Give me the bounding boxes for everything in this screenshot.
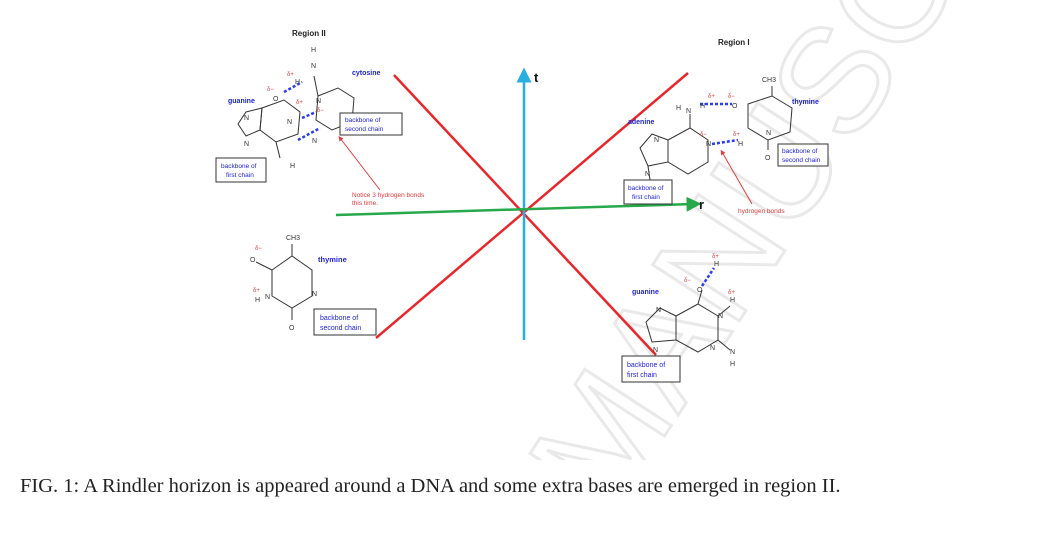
atom-h: H: [714, 261, 719, 268]
watermark-text: MANUSCRIPT: [496, 0, 1060, 460]
figure-canvas: MANUSCRIPT Region II Region I t r H N H …: [215, 0, 1060, 460]
atom-n: N: [718, 313, 723, 320]
atom-n: N: [287, 119, 292, 126]
charge-delta-minus: δ−: [317, 108, 324, 114]
atom-h: H: [730, 297, 735, 304]
atom-ch3: CH3: [286, 235, 300, 242]
guanine-cytosine-charges: δ+ δ− δ+ δ−: [267, 72, 324, 114]
backbone-text: backbone of: [628, 185, 664, 192]
atom-h: H: [700, 103, 705, 110]
guanine-bottom-right-atoms: H O H N N N N H N: [653, 261, 735, 368]
charge-delta-minus: δ−: [267, 87, 274, 93]
atom-n: N: [244, 115, 249, 122]
backbone-box-first-chain-tr: [623, 179, 673, 205]
cytosine-label: cytosine: [352, 70, 381, 77]
notice-text: Notice 3 hydrogen bonds: [352, 192, 425, 199]
charge-delta-plus: δ+: [708, 94, 715, 100]
region-ii-label: Region II: [292, 29, 326, 38]
charge-delta-plus: δ+: [287, 72, 294, 78]
adenine-label: adenine: [628, 119, 655, 126]
atom-o: O: [289, 325, 295, 332]
atom-h: H: [295, 79, 300, 86]
atom-n: N: [654, 137, 659, 144]
atom-h: H: [738, 141, 743, 148]
atom-n: N: [316, 98, 321, 105]
adenine-thymine-pair: [639, 86, 793, 181]
backbone-text: backbone of: [221, 163, 257, 170]
atom-n: N: [766, 130, 771, 137]
atom-h: H: [311, 47, 316, 54]
guanine-bottom-right-charges: δ+ δ− δ+: [684, 254, 735, 296]
charge-delta-plus: δ+: [296, 100, 303, 106]
backbone-text: backbone of: [782, 148, 818, 155]
atom-n: N: [706, 141, 711, 148]
atom-n: N: [730, 349, 735, 356]
horizon-line-rising: [375, 72, 689, 339]
adenine-thymine-charges: δ+ δ− δ− δ+: [700, 94, 740, 138]
charge-delta-plus: δ+: [728, 290, 735, 296]
atom-n: N: [311, 63, 316, 70]
thymine-label-left: thymine: [318, 255, 347, 264]
backbone-text: second chain: [345, 126, 384, 133]
backbone-text: backbone of: [345, 117, 381, 124]
charge-delta-plus: δ+: [712, 254, 719, 260]
thymine-left-molecule: [255, 244, 313, 320]
hydrogen-bonds-arrow: [720, 149, 753, 205]
notice-arrow: [338, 136, 381, 191]
charge-delta-minus: δ−: [728, 94, 735, 100]
backbone-text: first chain: [632, 194, 660, 201]
backbone-text: second chain: [320, 325, 361, 332]
thymine-label-right: thymine: [792, 99, 819, 106]
backbone-text: first chain: [627, 372, 657, 379]
atom-n: N: [265, 294, 270, 301]
atom-h: H: [290, 163, 295, 170]
atom-o: O: [697, 287, 703, 294]
atom-n: N: [653, 347, 658, 354]
backbone-box-first-chain-br: [621, 355, 681, 383]
charge-delta-minus: δ−: [684, 278, 691, 284]
atom-h: H: [730, 361, 735, 368]
atom-n: N: [244, 141, 249, 148]
hydrogen-bonds-text: hydrogen bonds: [738, 208, 785, 215]
backbone-text: first chain: [226, 172, 254, 179]
guanine-label-bottom-right: guanine: [632, 289, 659, 296]
r-axis: [335, 196, 702, 217]
atom-n: N: [312, 138, 317, 145]
backbone-box-second-chain-tr: [777, 143, 829, 167]
atom-n: N: [645, 171, 650, 178]
atom-o: O: [250, 257, 256, 264]
backbone-box-second-chain-tl: [339, 112, 403, 136]
backbone-box-second-chain-bl: [313, 308, 377, 336]
atom-o: O: [273, 96, 279, 103]
atom-n: N: [656, 307, 661, 314]
guanine-bottom-right-molecule: [645, 267, 731, 353]
charge-delta-plus: δ+: [733, 132, 740, 138]
t-axis-label: t: [534, 70, 539, 85]
thymine-left-atoms: CH3 O N H N O: [250, 235, 317, 332]
guanine-label-top-left: guanine: [228, 98, 255, 105]
charge-delta-minus: δ−: [255, 246, 262, 252]
atom-h: H: [676, 105, 681, 112]
guanine-cytosine-pair: [237, 75, 355, 159]
guanine-cytosine-atoms: H N H O N N N H N N: [244, 47, 321, 170]
charge-delta-plus: δ+: [253, 288, 260, 294]
atom-n: N: [312, 291, 317, 298]
atom-n: N: [686, 108, 691, 115]
atom-ch3: CH3: [762, 77, 776, 84]
backbone-text: backbone of: [627, 362, 665, 369]
figure-caption: FIG. 1: A Rindler horizon is appeared ar…: [20, 475, 841, 497]
atom-h: H: [255, 297, 260, 304]
adenine-thymine-atoms: H N H O CH3 N H N N N O: [645, 77, 776, 178]
backbone-box-first-chain-tl: [215, 157, 267, 183]
r-axis-label: r: [699, 197, 704, 212]
backbone-text: second chain: [782, 157, 821, 164]
atom-o: O: [732, 103, 738, 110]
atom-n: N: [710, 345, 715, 352]
atom-o: O: [765, 155, 771, 162]
charge-delta-minus: δ−: [700, 132, 707, 138]
notice-text: this time.: [352, 200, 378, 207]
region-i-label: Region I: [718, 38, 750, 47]
backbone-text: backbone of: [320, 315, 358, 322]
